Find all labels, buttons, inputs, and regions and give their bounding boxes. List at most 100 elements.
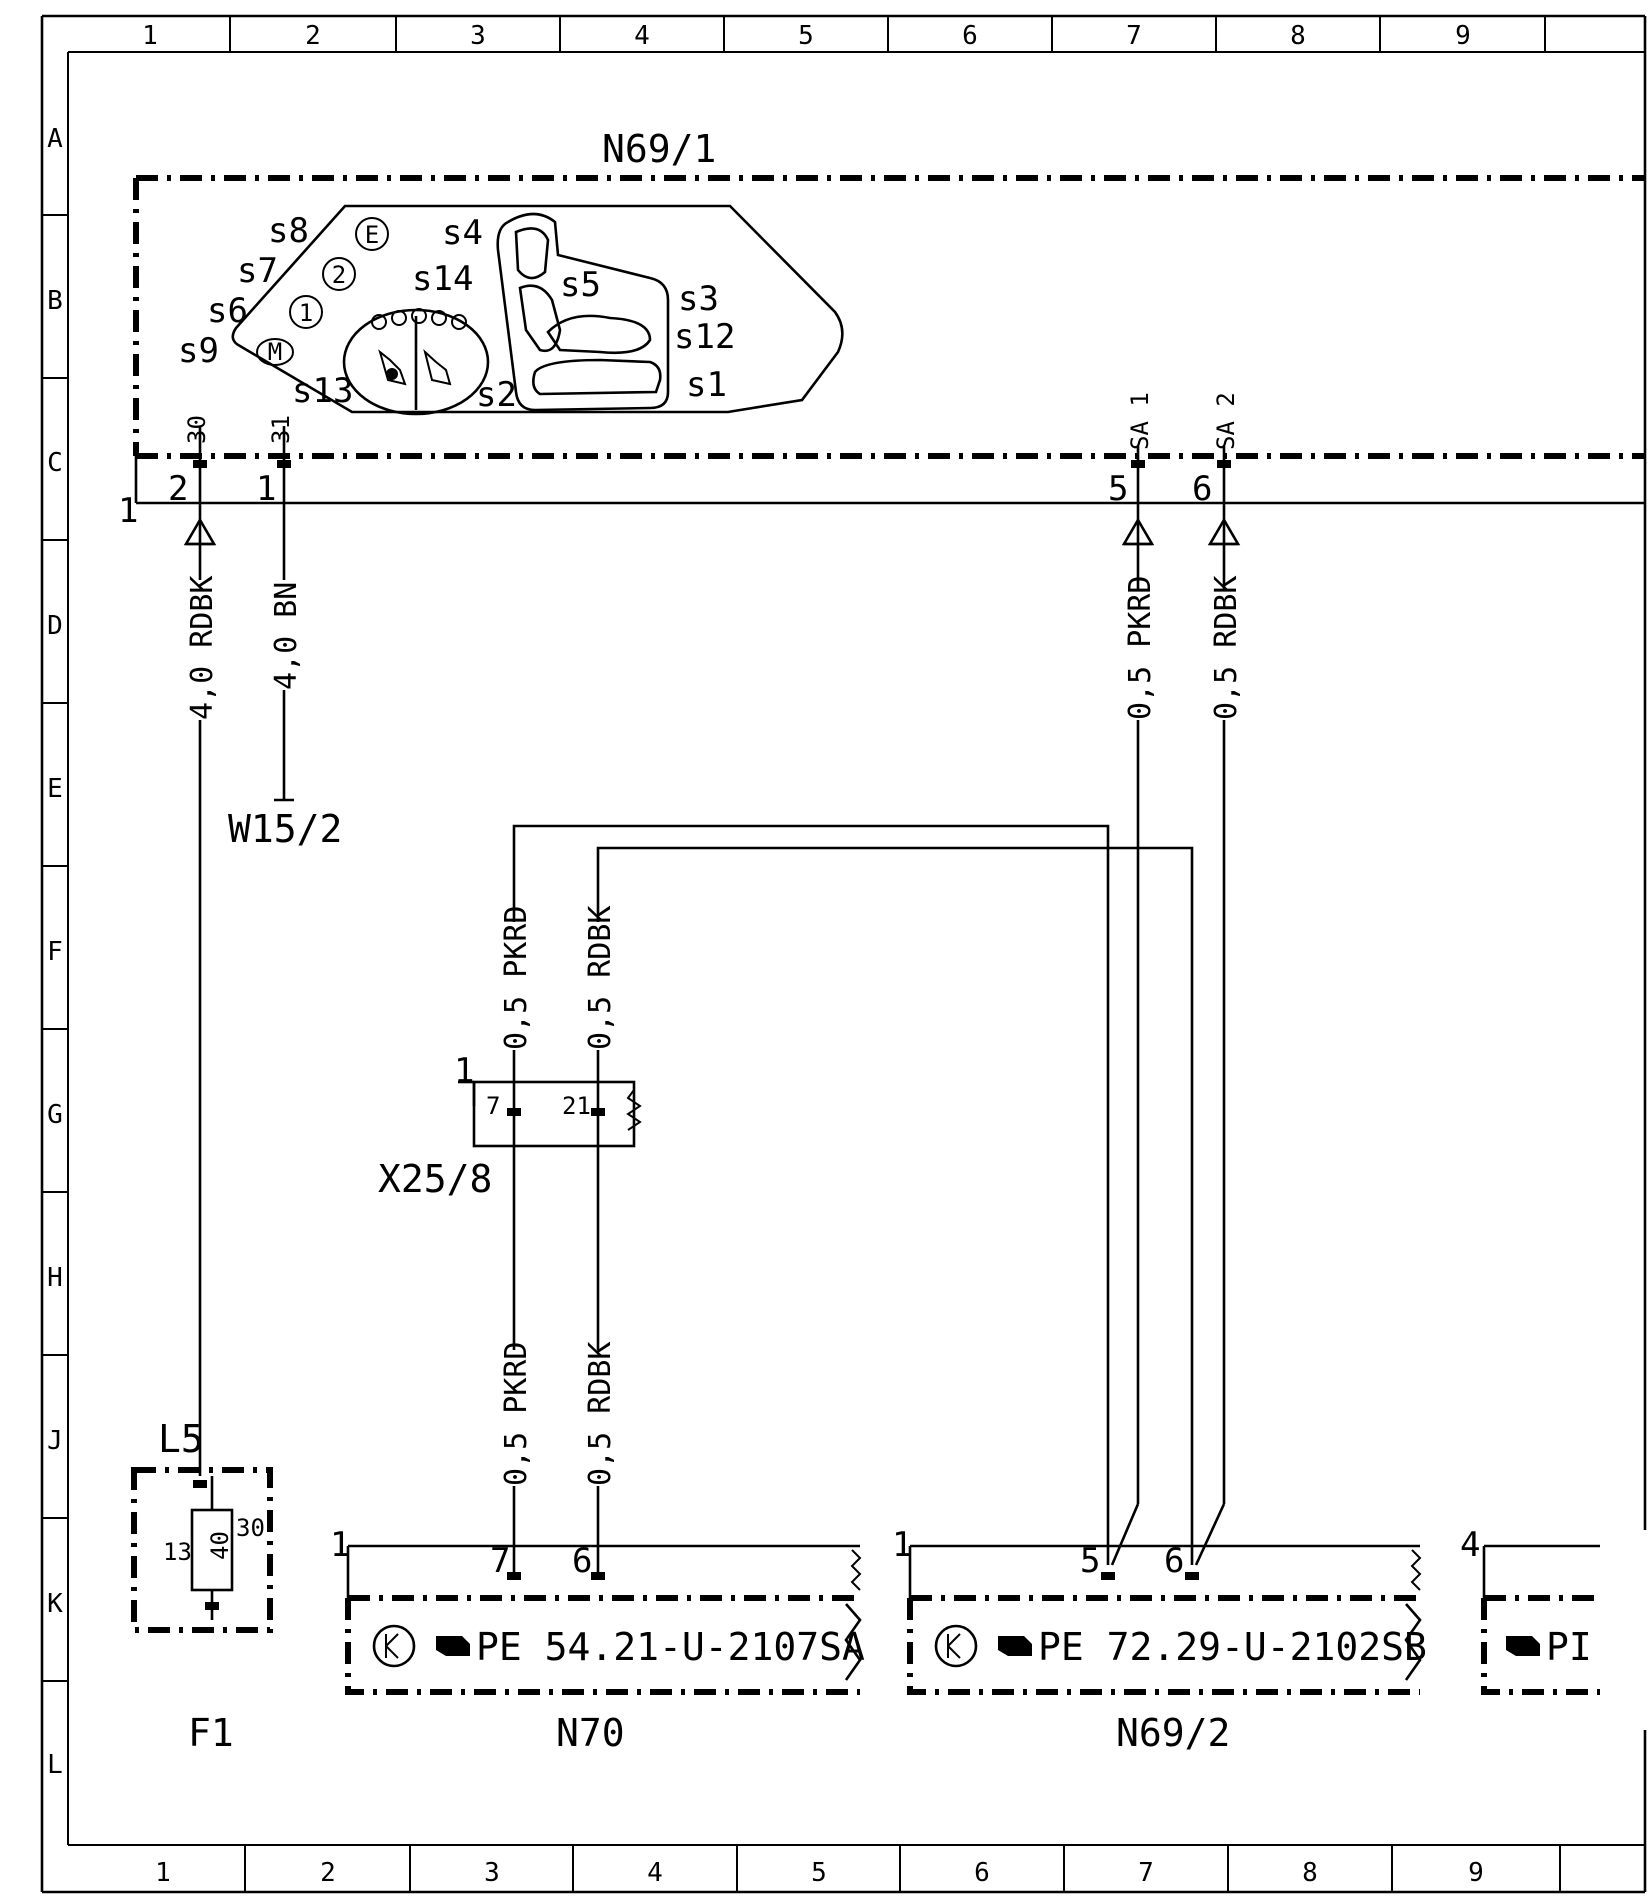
pin-sa1-name: SA 1 — [1126, 392, 1154, 450]
continuation-zigzag-icon — [1404, 1603, 1422, 1681]
wire-label-x25-upper-rdbk: 0,5 RDBK — [583, 906, 618, 1051]
col-label-6: 6 — [962, 21, 978, 51]
fuse-rating: 40 — [206, 1531, 234, 1560]
switch-label-s5: s5 — [560, 265, 601, 305]
col-label-bottom-3: 3 — [484, 1858, 500, 1888]
grid-labels: 1 2 3 4 5 6 7 8 9 1 2 3 4 5 6 7 8 9 A B … — [47, 21, 1484, 1888]
module-n69-2: 1 5 6 PE 72.29-U-2102SB N69/2 — [892, 1525, 1427, 1755]
switch-label-s14: s14 — [412, 259, 473, 299]
module-n70: 1 7 6 PE 54.21-U-2107SA N70 — [330, 1525, 865, 1755]
col-label-5: 5 — [798, 21, 814, 51]
wire-label-n70-pkrd: 0,5 PKRD — [499, 1342, 534, 1487]
pin-sa1-number: 5 — [1108, 469, 1128, 509]
wires: 4,0 RDBK 4,0 BN W15/2 0,5 PKRD 0,5 RDBK … — [185, 505, 1244, 1572]
plug-connectors — [183, 517, 1241, 546]
transistor-icon — [934, 1624, 978, 1668]
col-label-8: 8 — [1290, 21, 1306, 51]
continuation-zigzag-icon — [850, 1549, 862, 1591]
pin-sa2-number: 6 — [1192, 469, 1212, 509]
component-label-x25-8: X25/8 — [378, 1157, 492, 1201]
memory-button-e-icon — [355, 217, 389, 251]
switch-label-s4: s4 — [442, 213, 483, 253]
row-label-b: B — [47, 286, 63, 316]
col-label-bottom-6: 6 — [974, 1858, 990, 1888]
n70-pin-6: 6 — [572, 1541, 592, 1581]
switch-label-s6: s6 — [207, 291, 248, 331]
n70-connector-number: 1 — [330, 1525, 350, 1565]
switch-label-s3: s3 — [678, 279, 719, 319]
wire-label-sa2-rdbk: 0,5 RDBK — [1209, 576, 1244, 721]
memory-button-2-icon — [322, 257, 356, 291]
row-label-h: H — [47, 1263, 63, 1293]
component-label-n69-1: N69/1 — [602, 127, 716, 171]
ground-ref-label: 1 — [118, 491, 138, 531]
right-reference: PI — [1546, 1625, 1592, 1669]
col-label-bottom-7: 7 — [1138, 1858, 1154, 1888]
pin-31-number: 1 — [256, 469, 276, 509]
pin-31-name: 31 — [267, 415, 295, 444]
n69-2-pin-5: 5 — [1080, 1541, 1100, 1581]
pin-30: 30 2 — [168, 415, 211, 509]
fuse-terminal-30: 30 — [236, 1514, 265, 1542]
memory-button-2-label: 2 — [332, 261, 346, 289]
memory-button-1-label: 1 — [299, 299, 313, 327]
pin-31: 31 1 — [256, 415, 295, 509]
col-label-1: 1 — [142, 21, 158, 51]
wire-label-sa1-pkrd: 0,5 PKRD — [1123, 576, 1158, 721]
row-label-c: C — [47, 448, 63, 478]
fuse-f1: L5 40 13 30 F1 — [131, 1417, 273, 1755]
continuation-zigzag-icon — [626, 1089, 642, 1131]
col-label-3: 3 — [470, 21, 486, 51]
x25-pin-21: 21 — [562, 1092, 591, 1120]
row-label-e: E — [47, 774, 63, 804]
col-label-7: 7 — [1126, 21, 1142, 51]
switch-panel-outline — [231, 204, 844, 414]
component-label-f1: F1 — [188, 1711, 234, 1755]
module-n69-1: N69/1 E 2 1 M s8 s7 s6 s9 — [118, 127, 1645, 531]
col-label-bottom-5: 5 — [811, 1858, 827, 1888]
switch-label-s9: s9 — [178, 331, 219, 371]
module-right-partial: 4 PI — [1460, 1525, 1648, 1730]
wire-label-4-0-rdbk: 4,0 RDBK — [185, 576, 220, 721]
col-label-9: 9 — [1455, 21, 1471, 51]
wire-label-n70-rdbk: 0,5 RDBK — [583, 1342, 618, 1487]
pin-sa2-name: SA 2 — [1212, 392, 1240, 450]
continuation-zigzag-icon — [1410, 1549, 1422, 1591]
memory-button-m-label: M — [268, 338, 282, 366]
x25-connector-number: 1 — [454, 1051, 474, 1091]
pointing-hand-icon — [436, 1636, 470, 1656]
pointing-hand-icon — [1506, 1636, 1540, 1656]
transistor-icon — [372, 1624, 416, 1668]
pin-30-number: 2 — [168, 469, 188, 509]
component-label-w15-2: W15/2 — [228, 807, 342, 851]
col-label-bottom-2: 2 — [320, 1858, 336, 1888]
switch-label-s13: s13 — [292, 371, 353, 411]
x25-pin-7: 7 — [486, 1092, 500, 1120]
col-label-bottom-4: 4 — [647, 1858, 663, 1888]
row-label-g: G — [47, 1100, 63, 1130]
seat-switch-outline — [496, 212, 670, 412]
switch-label-s12: s12 — [674, 317, 735, 357]
col-label-bottom-1: 1 — [155, 1858, 171, 1888]
switch-label-s2: s2 — [476, 375, 517, 415]
row-label-d: D — [47, 611, 63, 641]
n70-pin-7: 7 — [490, 1541, 510, 1581]
wire-label-x25-upper-pkrd: 0,5 PKRD — [499, 906, 534, 1051]
n69-2-pin-6: 6 — [1164, 1541, 1184, 1581]
pin-sa1: SA 1 5 — [1108, 392, 1154, 509]
component-label-n70: N70 — [556, 1711, 625, 1755]
switch-label-s8: s8 — [268, 211, 309, 251]
component-label-n69-2: N69/2 — [1116, 1711, 1230, 1755]
row-label-f: F — [47, 937, 63, 967]
n69-2-connector-number: 1 — [892, 1525, 912, 1565]
row-label-l: L — [47, 1750, 63, 1780]
row-label-k: K — [47, 1589, 63, 1619]
connector-x25-8: 1 7 21 X25/8 — [378, 1051, 642, 1201]
wire-label-4-0-bn: 4,0 BN — [269, 582, 304, 690]
switch-label-s7: s7 — [237, 251, 278, 291]
col-label-2: 2 — [305, 21, 321, 51]
row-label-a: A — [47, 124, 63, 154]
switch-label-s1: s1 — [686, 365, 727, 405]
continuation-zigzag-icon — [844, 1603, 862, 1681]
